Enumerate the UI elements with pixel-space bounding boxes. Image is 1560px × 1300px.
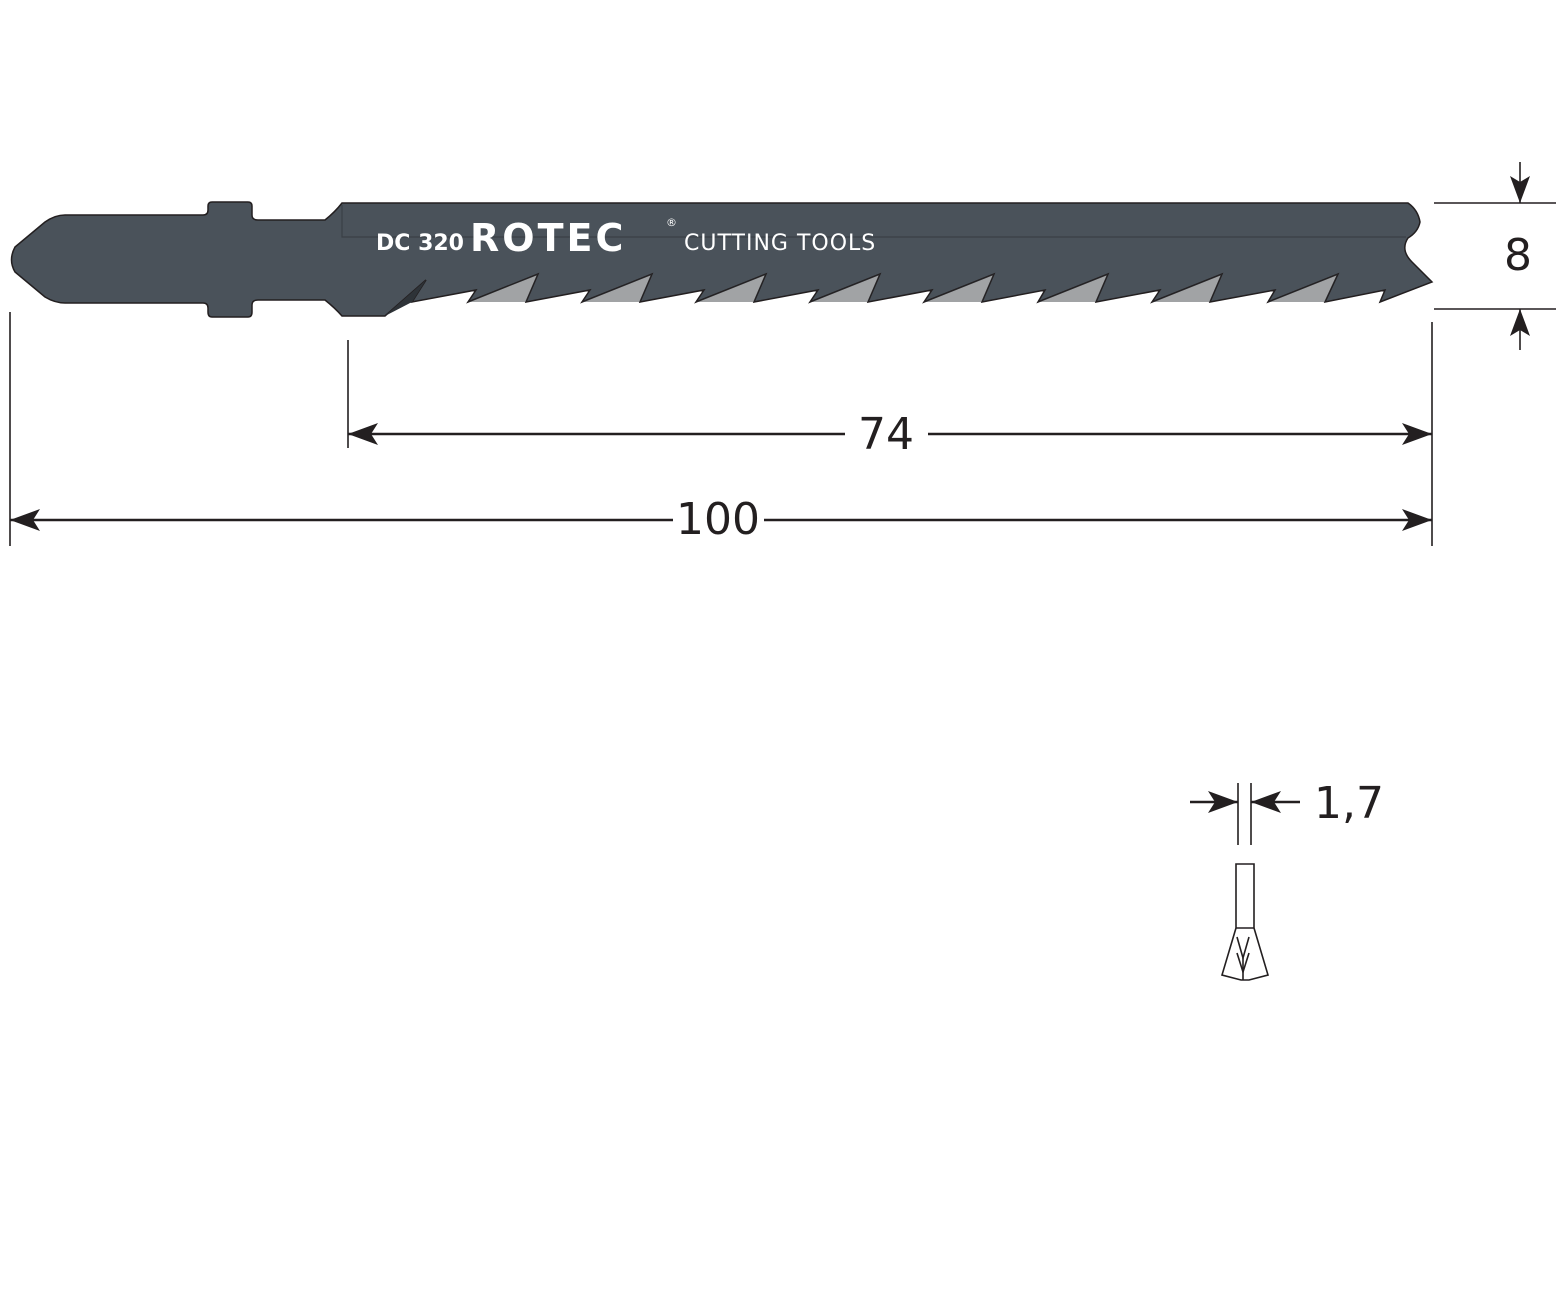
total-length-value: 100 [676,494,760,545]
thickness-dimension: 1,7 [1190,778,1384,845]
brand-logo: ROTEC [470,216,626,260]
blade-cross-section [1220,863,1270,981]
blade-body [10,201,1434,318]
arrow-down-icon [1510,176,1530,203]
arrow-up-icon [1510,309,1530,336]
total-length-dimension: 100 [9,312,1432,546]
jigsaw-blade: DC 320 ROTEC ® CUTTING TOOLS [10,201,1434,318]
blade-model-label: DC 320 [376,231,464,256]
thickness-value: 1,7 [1314,778,1384,829]
height-dimension: 8 [1434,162,1556,350]
blade-tagline: CUTTING TOOLS [684,231,876,256]
arrow-right-icon [1402,423,1432,445]
arrow-right-icon [1402,509,1432,531]
working-length-dimension: 74 [347,322,1433,546]
tooth-shading [385,274,1338,316]
arrow-left-icon [348,423,378,445]
arrow-right-icon [1208,791,1238,813]
blade-inner-line [341,205,1406,238]
arrow-left-icon [10,509,40,531]
registered-mark: ® [666,216,677,229]
arrow-left-icon [1251,791,1281,813]
working-length-value: 74 [858,409,914,460]
height-value: 8 [1504,230,1532,281]
